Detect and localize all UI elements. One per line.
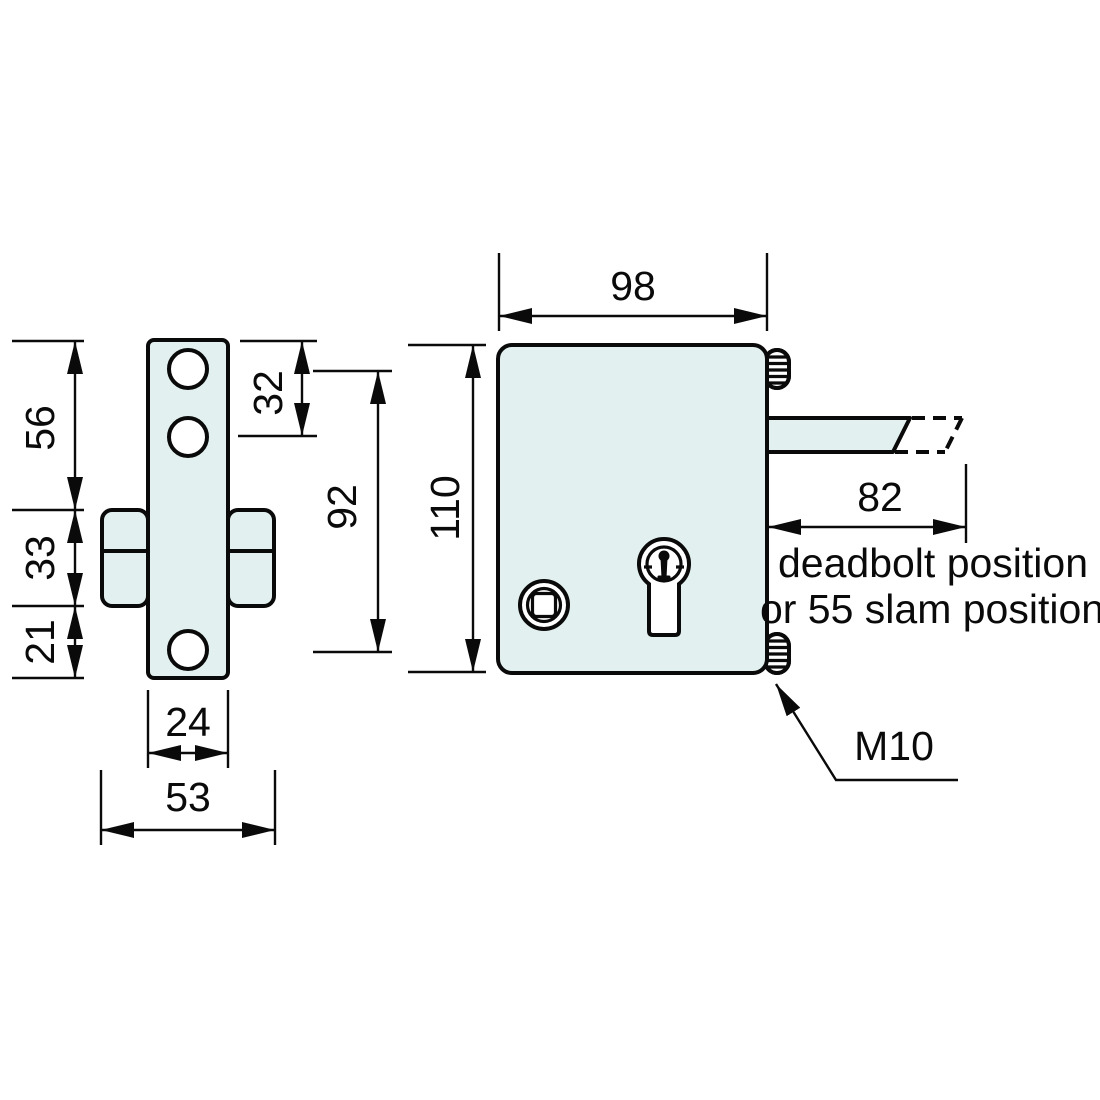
dim-label: 21 <box>17 619 63 665</box>
dimension-plate-width: 24 <box>146 690 230 768</box>
front-view: 98 110 82 deadbolt position or 55 slam p… <box>408 253 1100 782</box>
dim-label: 32 <box>245 370 291 416</box>
dim-label: 98 <box>610 263 656 309</box>
dim-label: 56 <box>17 405 63 451</box>
mounting-hole-middle <box>167 416 209 458</box>
bolt-position-note-line2: or 55 slam position <box>760 586 1100 632</box>
mounting-hole-bottom <box>167 629 209 671</box>
dimension-hole-spacing: 92 <box>313 369 392 654</box>
dimension-body-width: 98 <box>497 253 769 331</box>
dimension-body-height: 110 <box>408 343 486 674</box>
thread-size-label: M10 <box>854 723 934 769</box>
thread-callout: M10 <box>774 683 958 782</box>
keyhole <box>637 537 691 637</box>
mounting-hole-top <box>167 348 209 390</box>
leader-line <box>774 683 958 782</box>
dimension-hole-offset: 32 <box>238 339 317 438</box>
dim-label: 92 <box>319 484 365 530</box>
dim-label: 24 <box>165 699 211 745</box>
dim-label: 110 <box>422 475 468 540</box>
bolt-position-note-line1: deadbolt position <box>778 540 1088 586</box>
dimension-bolt-extension: 82 <box>768 464 968 543</box>
deadbolt <box>765 416 912 454</box>
dim-label: 82 <box>857 474 903 520</box>
dim-label: 33 <box>17 535 63 581</box>
back-plate <box>146 338 230 680</box>
dim-label: 53 <box>165 774 211 820</box>
bolt-block-left <box>100 508 150 608</box>
deadbolt-extended-outline <box>895 416 964 454</box>
dimension-overall-depth: 53 <box>99 770 277 845</box>
dimension-plate-upper-section: 56 <box>12 339 84 512</box>
side-view: 56 33 21 32 92 <box>12 338 392 845</box>
bolt-block-right <box>226 508 276 608</box>
dimension-plate-middle-section: 33 <box>12 510 84 608</box>
dimension-plate-lower-section: 21 <box>12 606 84 680</box>
square-spindle-hole <box>530 591 558 619</box>
spindle-follower <box>518 579 570 631</box>
